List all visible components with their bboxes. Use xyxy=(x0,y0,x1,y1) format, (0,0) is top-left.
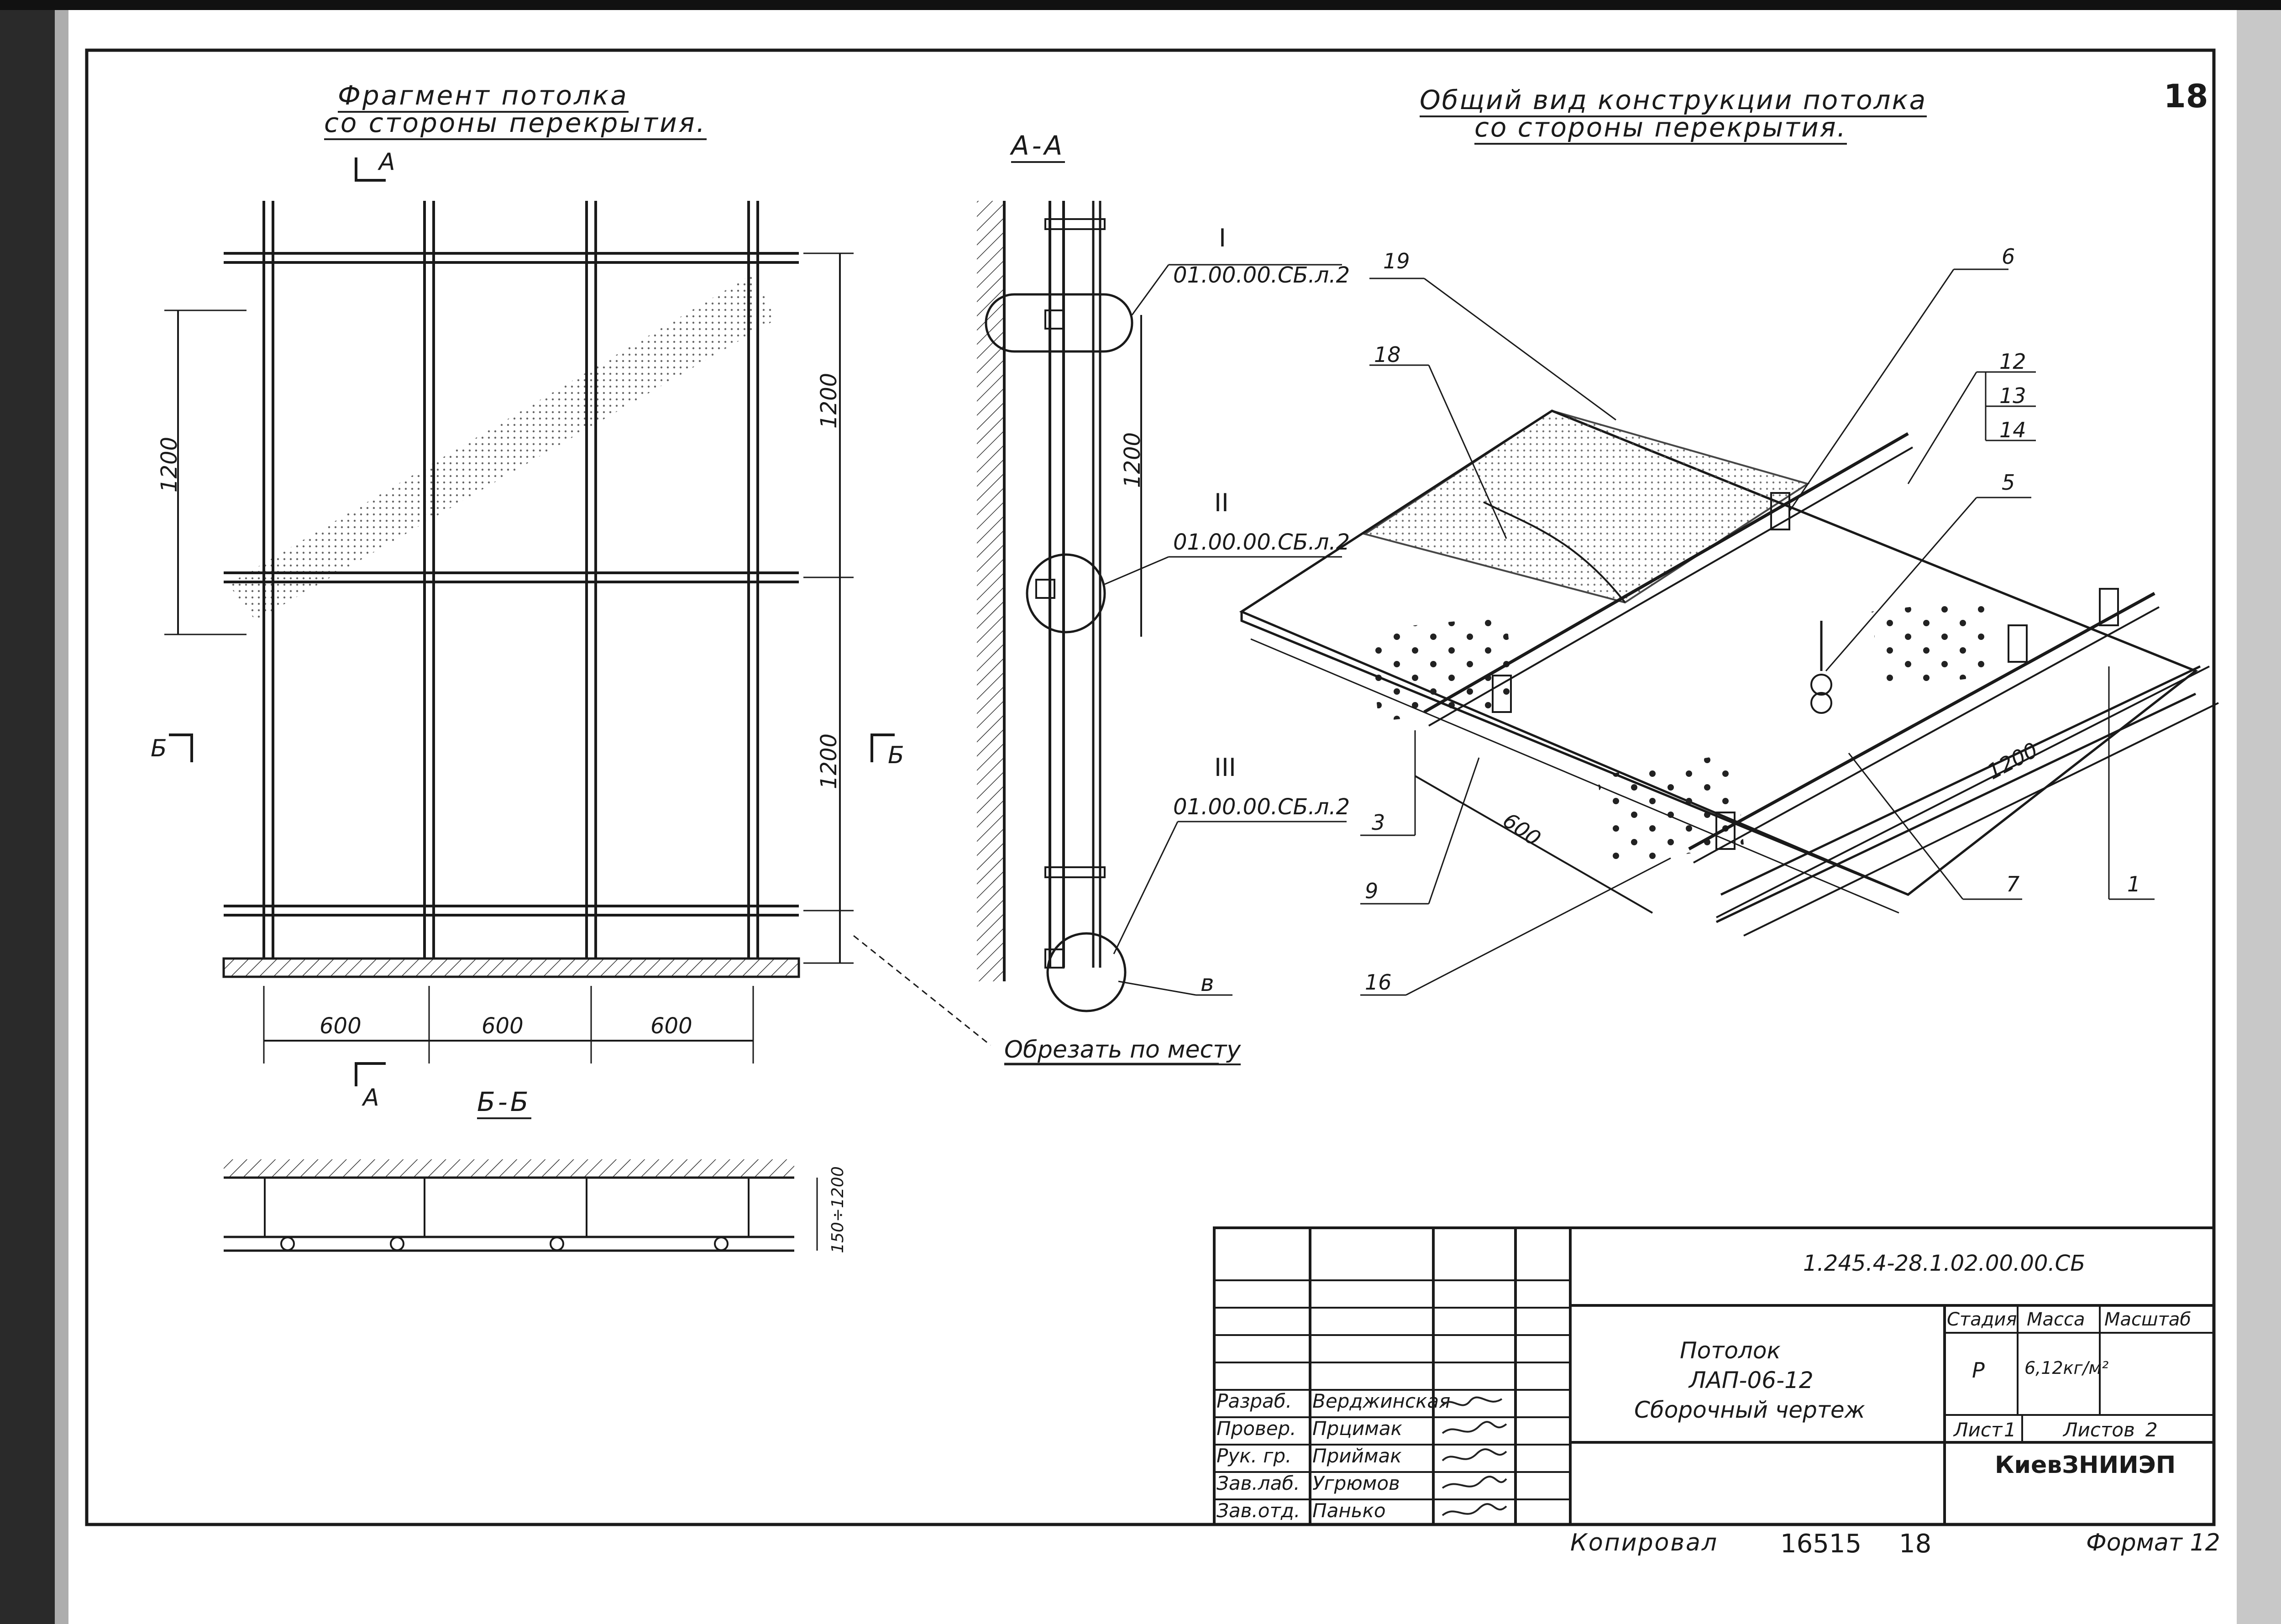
product-name: Потолок xyxy=(1680,1337,1781,1364)
dim-h-2: 600 xyxy=(482,1013,524,1039)
pos-label-3: 3 xyxy=(1372,810,1385,835)
product-model: ЛАП-06-12 xyxy=(1689,1367,1814,1393)
callout-b: в xyxy=(1201,970,1214,996)
mass-value: 6,12кг/м² xyxy=(2024,1358,2109,1378)
format: Формат 12 xyxy=(2086,1529,2220,1556)
scan-top-edge xyxy=(0,0,2281,10)
dim-h-1: 600 xyxy=(320,1013,362,1039)
name-1: Верджинская xyxy=(1312,1390,1451,1412)
side-marker-right: Б xyxy=(888,742,904,769)
name-4: Угрюмов xyxy=(1312,1472,1400,1494)
section-aa xyxy=(853,201,1347,1064)
callout-iii-ref: 01.00.00.СБ.л.2 xyxy=(1173,794,1350,820)
copy-number: 16515 xyxy=(1780,1529,1862,1559)
callout-ii-ref: 01.00.00.СБ.л.2 xyxy=(1173,529,1350,555)
sheet-number: 18 xyxy=(2164,78,2208,115)
pos-label-5: 5 xyxy=(2002,470,2015,495)
pos-label-19: 19 xyxy=(1383,249,1410,273)
pos-label-18: 18 xyxy=(1374,342,1401,367)
name-3: Приймак xyxy=(1312,1445,1402,1467)
title-block-grid xyxy=(1213,1226,2215,1526)
sheets-label: Листов xyxy=(2063,1419,2135,1441)
role-2: Провер. xyxy=(1217,1417,1296,1440)
stage-value: Р xyxy=(1972,1358,1985,1383)
pos-label-9: 9 xyxy=(1365,879,1379,903)
col-scale: Масштаб xyxy=(2104,1309,2192,1330)
col-mass: Масса xyxy=(2027,1309,2085,1330)
dim-v-right-2: 1200 xyxy=(816,733,842,790)
fragment-view xyxy=(164,157,895,1086)
pos-label-1: 1 xyxy=(2127,872,2141,896)
isometric-view xyxy=(1239,268,2219,996)
dim-v-right-1: 1200 xyxy=(816,372,842,429)
role-5: Зав.отд. xyxy=(1217,1499,1300,1522)
dim-v-left: 1200 xyxy=(157,436,183,493)
section-aa-dim: 1200 xyxy=(1120,432,1146,488)
role-4: Зав.лаб. xyxy=(1217,1472,1300,1494)
pos-label-7: 7 xyxy=(2006,872,2020,896)
scan-left-edge xyxy=(0,10,55,1624)
fragment-title-line1: Фрагмент потолка xyxy=(338,80,629,113)
section-aa-title: А-А xyxy=(1011,130,1065,163)
doc-code: 1.245.4-28.1.02.00.00.СБ xyxy=(1803,1251,2086,1276)
section-bb-title: Б-Б xyxy=(477,1086,531,1119)
dim-h-3: 600 xyxy=(650,1013,692,1039)
col-stage: Стадия xyxy=(1947,1309,2017,1330)
callout-i-ref: 01.00.00.СБ.л.2 xyxy=(1173,262,1350,288)
callout-iii-id: III xyxy=(1214,753,1236,782)
cut-note: Обрезать по месту xyxy=(1004,1036,1241,1065)
iso-title-line1: Общий вид конструкции потолка xyxy=(1420,84,1927,117)
role-1: Разраб. xyxy=(1217,1390,1292,1412)
sheet-value: 1 xyxy=(2004,1419,2016,1441)
copied-label: Копировал xyxy=(1570,1529,1719,1556)
sheets-value: 2 xyxy=(2145,1419,2158,1441)
pos-label-14: 14 xyxy=(1999,418,2026,442)
cut-marker-bottom: А xyxy=(363,1084,379,1111)
fragment-title-line2: со стороны перекрытия. xyxy=(324,107,707,140)
pos-label-6: 6 xyxy=(2002,244,2015,269)
copy-sheet: 18 xyxy=(1899,1529,1932,1559)
cut-marker-top: А xyxy=(379,148,395,176)
name-2: Прцимак xyxy=(1312,1417,1402,1440)
role-3: Рук. гр. xyxy=(1217,1445,1292,1467)
organization: КиевЗНИИЭП xyxy=(1995,1451,2176,1479)
drawing-type: Сборочный чертеж xyxy=(1634,1397,1865,1423)
drawing-frame xyxy=(85,48,2216,1526)
callout-ii-id: II xyxy=(1214,488,1229,517)
pos-label-16: 16 xyxy=(1365,970,1392,995)
pos-label-13: 13 xyxy=(1999,383,2026,408)
section-bb-dim: 150÷1200 xyxy=(828,1166,847,1253)
callout-i-id: I xyxy=(1219,224,1226,252)
section-bb xyxy=(224,1159,818,1252)
pos-label-12: 12 xyxy=(1999,349,2026,374)
signatures xyxy=(1442,1396,1507,1516)
name-5: Панько xyxy=(1312,1499,1386,1522)
side-marker-left: Б xyxy=(151,735,167,762)
iso-title-line2: со стороны перекрытия. xyxy=(1474,112,1847,145)
sheet-label: Лист xyxy=(1954,1419,2003,1441)
